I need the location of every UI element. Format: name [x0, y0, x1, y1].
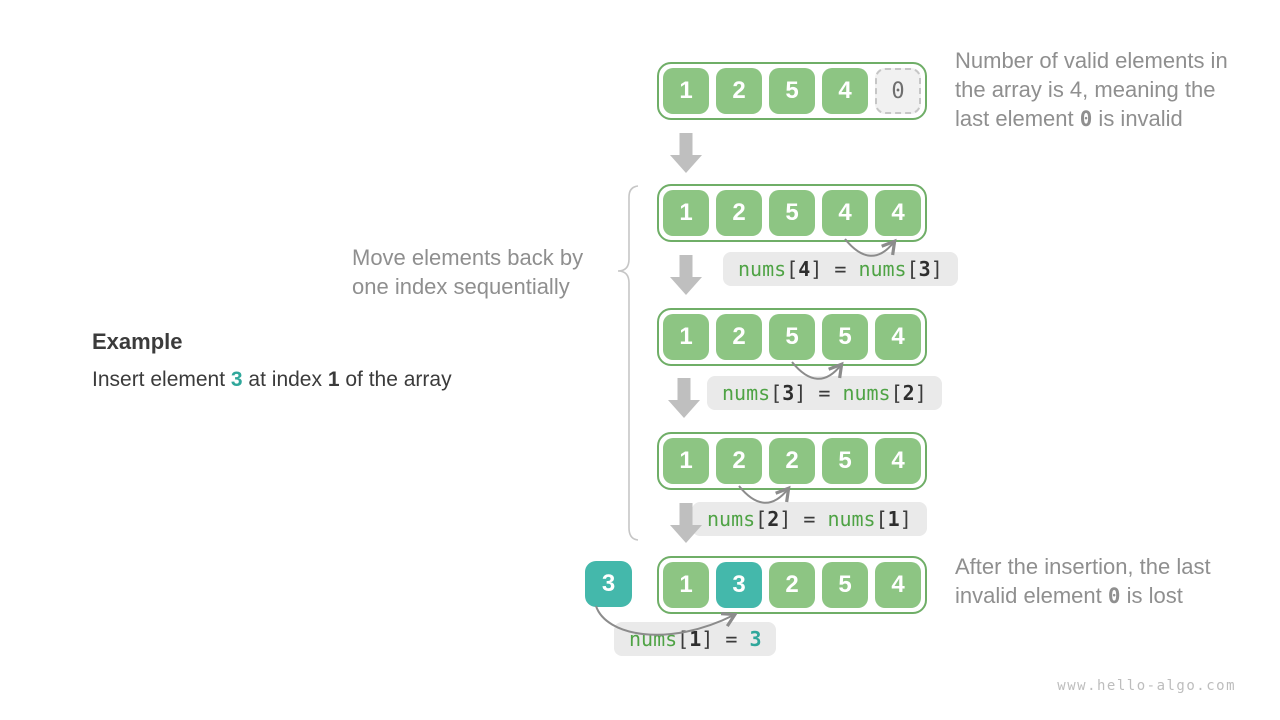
- text-segment: ]: [701, 627, 714, 651]
- text-segment: 2: [767, 507, 780, 531]
- text-segment: =: [713, 627, 750, 651]
- down-arrow-3: [668, 378, 700, 418]
- move-elements-note-line1: Move elements back by: [352, 245, 584, 270]
- text-segment: the array is 4, meaning the: [955, 77, 1216, 102]
- array-cell: 1: [663, 562, 709, 608]
- text-segment: is invalid: [1092, 106, 1183, 131]
- site-watermark: www.hello-algo.com: [1057, 678, 1236, 694]
- array-cell: 4: [875, 190, 921, 236]
- text-segment: last element: [955, 106, 1080, 131]
- array-cell: 5: [822, 438, 868, 484]
- array-cell: 1: [663, 438, 709, 484]
- text-segment: nums: [629, 627, 678, 651]
- text-segment: ]: [810, 257, 823, 281]
- text-segment: ]: [899, 507, 912, 531]
- text-segment: 4: [798, 257, 811, 281]
- array-cell: 2: [769, 438, 815, 484]
- text-segment: 3: [918, 257, 931, 281]
- text-segment: [: [890, 381, 903, 405]
- valid-elements-note-line3: last element 0 is invalid: [955, 104, 1228, 134]
- example-title: Example: [92, 329, 183, 354]
- example-description: Insert element 3 at index 1 of the array: [92, 368, 452, 392]
- array-cell: 5: [769, 314, 815, 360]
- text-segment: nums: [722, 381, 771, 405]
- text-segment: Number of valid elements in: [955, 48, 1228, 73]
- array-cell: 5: [769, 68, 815, 114]
- text-segment: nums: [827, 507, 876, 531]
- text-segment: =: [822, 257, 859, 281]
- down-arrow-2: [670, 255, 702, 295]
- valid-elements-note: Number of valid elements in the array is…: [955, 46, 1228, 134]
- assignment-label-nums3: nums[3] = nums[2]: [707, 376, 942, 410]
- text-segment: 1: [887, 507, 900, 531]
- text-segment: 1: [327, 368, 340, 391]
- array-cell: 2: [716, 68, 762, 114]
- array-cell: 4: [875, 314, 921, 360]
- array-cell: 5: [822, 562, 868, 608]
- array-cell: 4: [822, 68, 868, 114]
- assignment-label-nums1: nums[1] = 3: [614, 622, 777, 656]
- text-segment: 3: [782, 381, 795, 405]
- text-segment: nums: [858, 257, 907, 281]
- text-segment: 1: [689, 627, 702, 651]
- array-cell: 2: [769, 562, 815, 608]
- text-segment: at index: [242, 368, 328, 391]
- text-segment: invalid element: [955, 583, 1108, 608]
- text-segment: 0: [1079, 107, 1093, 131]
- text-segment: [: [786, 257, 799, 281]
- text-segment: [: [755, 507, 768, 531]
- text-segment: nums: [707, 507, 756, 531]
- array-cell: 4: [822, 190, 868, 236]
- text-segment: ]: [794, 381, 807, 405]
- text-segment: ]: [930, 257, 943, 281]
- array-cell: 1: [663, 314, 709, 360]
- text-segment: nums: [738, 257, 787, 281]
- after-insertion-note-line2: invalid element 0 is lost: [955, 581, 1211, 611]
- text-segment: 0: [1107, 584, 1121, 608]
- array-cell: 0: [875, 68, 921, 114]
- array-cell: 1: [663, 68, 709, 114]
- text-segment: ]: [779, 507, 792, 531]
- text-segment: 2: [902, 381, 915, 405]
- array-cell: 2: [716, 314, 762, 360]
- text-segment: of the array: [339, 368, 452, 391]
- assignment-label-nums4: nums[4] = nums[3]: [723, 252, 958, 286]
- text-segment: [: [677, 627, 690, 651]
- text-segment: [: [875, 507, 888, 531]
- text-segment: 3: [230, 368, 243, 391]
- array-cell: 5: [822, 314, 868, 360]
- array-cell: 2: [716, 190, 762, 236]
- text-segment: [: [770, 381, 783, 405]
- inserted-element-cell: 3: [585, 561, 632, 607]
- text-segment: =: [791, 507, 828, 531]
- text-segment: ]: [914, 381, 927, 405]
- array-cell: 3: [716, 562, 762, 608]
- text-segment: 3: [749, 627, 762, 651]
- text-segment: [: [906, 257, 919, 281]
- group-brace: [617, 185, 639, 541]
- text-segment: nums: [842, 381, 891, 405]
- array-cell: 4: [875, 562, 921, 608]
- assignment-label-nums2: nums[2] = nums[1]: [692, 502, 927, 536]
- after-insertion-note-line1: After the insertion, the last: [955, 552, 1211, 581]
- array-cell: 5: [769, 190, 815, 236]
- move-elements-note: Move elements back by one index sequenti…: [352, 243, 583, 301]
- array-cell: 4: [875, 438, 921, 484]
- valid-elements-note-line2: the array is 4, meaning the: [955, 75, 1228, 104]
- valid-elements-note-line1: Number of valid elements in: [955, 46, 1228, 75]
- text-segment: is lost: [1120, 583, 1183, 608]
- text-segment: =: [806, 381, 843, 405]
- text-segment: After the insertion, the last: [955, 554, 1211, 579]
- down-arrow-1: [670, 133, 702, 173]
- array-cell: 1: [663, 190, 709, 236]
- after-insertion-note: After the insertion, the last invalid el…: [955, 552, 1211, 611]
- text-segment: Insert element: [92, 368, 231, 391]
- array-cell: 2: [716, 438, 762, 484]
- move-elements-note-line2: one index sequentially: [352, 274, 570, 299]
